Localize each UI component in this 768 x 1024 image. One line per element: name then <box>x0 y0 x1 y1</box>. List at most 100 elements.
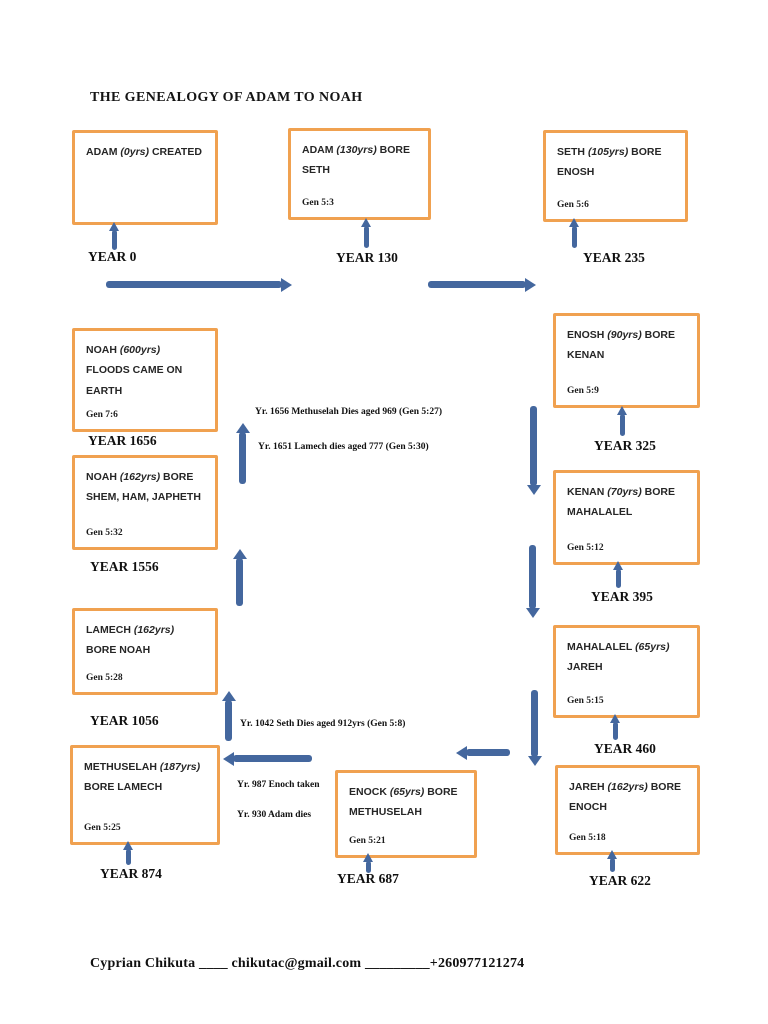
year-arrow-up <box>123 841 133 865</box>
box-seth-bore-enosh: SETH (105yrs) BORE ENOSH Gen 5:6 <box>543 130 688 222</box>
flow-arrow-up <box>232 549 247 606</box>
box-text: NOAH (162yrs) BORE SHEM, HAM, JAPHETH <box>86 467 204 508</box>
annotation-lamech-dies: Yr. 1651 Lamech dies aged 777 (Gen 5:30) <box>258 442 429 452</box>
year-label-460: YEAR 460 <box>594 741 656 756</box>
person-name: ADAM <box>302 144 334 156</box>
box-methuselah-bore-lamech: METHUSELAH (187yrs) BORE LAMECH Gen 5:25 <box>70 745 220 845</box>
scripture-ref: Gen 5:21 <box>349 835 386 846</box>
person-name: MAHALALEL <box>567 641 633 653</box>
box-text: ENOCK (65yrs) BORE METHUSELAH <box>349 782 463 823</box>
box-caption: BORE METHUSELAH <box>349 786 458 819</box>
scripture-ref: Gen 5:6 <box>557 199 589 210</box>
year-arrow-up <box>109 222 119 250</box>
scripture-ref: Gen 5:12 <box>567 542 604 553</box>
box-text: ENOSH (90yrs) BORE KENAN <box>567 325 686 366</box>
person-age: (90yrs) <box>607 329 642 341</box>
flow-arrow-up <box>235 423 250 484</box>
person-age: (187yrs) <box>159 761 201 773</box>
box-caption: BORE KENAN <box>567 329 675 362</box>
person-age: (0yrs) <box>120 146 150 158</box>
year-arrow-up <box>361 218 371 248</box>
year-label-1056: YEAR 1056 <box>90 713 159 728</box>
person-age: (65yrs) <box>389 786 425 798</box>
box-caption: BORE SETH <box>302 144 410 177</box>
person-age: (65yrs) <box>635 641 670 653</box>
year-label-325: YEAR 325 <box>594 438 656 453</box>
box-lamech-bore-noah: LAMECH (162yrs) BORE NOAH Gen 5:28 <box>72 608 218 695</box>
person-name: KENAN <box>567 486 605 498</box>
box-jareh-bore-enoch: JAREH (162yrs) BORE ENOCH Gen 5:18 <box>555 765 700 855</box>
year-label-130: YEAR 130 <box>336 250 398 265</box>
flow-arrow-right <box>428 277 536 292</box>
person-name: METHUSELAH <box>84 761 157 773</box>
box-kenan-bore-mahalalel: KENAN (70yrs) BORE MAHALALEL Gen 5:12 <box>553 470 700 565</box>
year-arrow-up <box>617 406 627 436</box>
flow-arrow-left <box>456 745 510 760</box>
person-name: SETH <box>557 146 586 158</box>
flow-arrow-up <box>221 691 236 741</box>
box-caption: JAREH <box>567 661 603 674</box>
flow-arrow-right <box>106 277 292 292</box>
flow-arrow-down <box>526 406 541 495</box>
box-caption: BORE LAMECH <box>84 781 163 794</box>
box-text: MAHALALEL (65yrs) JAREH <box>567 637 686 678</box>
year-label-874: YEAR 874 <box>100 866 162 881</box>
person-age: (600yrs) <box>119 344 161 356</box>
annotation-methuselah-dies: Yr. 1656 Methuselah Dies aged 969 (Gen 5… <box>255 407 442 417</box>
scripture-ref: Gen 5:25 <box>84 822 121 833</box>
person-age: (162yrs) <box>133 624 175 636</box>
box-text: JAREH (162yrs) BORE ENOCH <box>569 777 686 818</box>
scripture-ref: Gen 5:3 <box>302 197 334 208</box>
scripture-ref: Gen 5:9 <box>567 385 599 396</box>
year-arrow-up <box>569 218 579 248</box>
box-text: KENAN (70yrs) BORE MAHALALEL <box>567 482 686 523</box>
box-text: ADAM (0yrs) CREATED <box>86 142 204 162</box>
scripture-ref: Gen 5:32 <box>86 527 123 538</box>
year-label-235: YEAR 235 <box>583 250 645 265</box>
person-name: NOAH <box>86 471 117 483</box>
box-mahalalel-jareh: MAHALALEL (65yrs) JAREH Gen 5:15 <box>553 625 700 718</box>
year-label-0: YEAR 0 <box>88 249 137 264</box>
box-caption: FLOODS CAME ON EARTH <box>86 364 183 397</box>
box-text: LAMECH (162yrs) BORE NOAH <box>86 620 204 661</box>
scripture-ref: Gen 5:18 <box>569 832 606 843</box>
scripture-ref: Gen 5:28 <box>86 672 123 683</box>
box-adam-bore-seth: ADAM (130yrs) BORE SETH Gen 5:3 <box>288 128 431 220</box>
footer-contact: Cyprian Chikuta ____ chikutac@gmail.com … <box>90 956 525 971</box>
box-noah-floods: NOAH (600yrs) FLOODS CAME ON EARTH Gen 7… <box>72 328 218 432</box>
box-text: NOAH (600yrs) FLOODS CAME ON EARTH <box>86 340 204 401</box>
person-age: (130yrs) <box>336 144 377 156</box>
person-age: (70yrs) <box>607 486 642 498</box>
box-caption: CREATED <box>151 146 202 158</box>
box-text: METHUSELAH (187yrs) BORE LAMECH <box>84 757 206 798</box>
year-arrow-up <box>613 561 623 588</box>
person-name: JAREH <box>569 781 605 793</box>
scripture-ref: Gen 7:6 <box>86 409 118 420</box>
box-text: ADAM (130yrs) BORE SETH <box>302 140 417 181</box>
person-name: ENOCK <box>349 786 387 798</box>
person-name: ADAM <box>86 146 118 158</box>
box-text: SETH (105yrs) BORE ENOSH <box>557 142 674 183</box>
annotation-adam-dies: Yr. 930 Adam dies <box>237 810 312 820</box>
box-caption: BORE NOAH <box>86 644 151 657</box>
box-caption: BORE SHEM, HAM, JAPHETH <box>86 471 201 504</box>
page-title: THE GENEALOGY OF ADAM TO NOAH <box>90 90 363 105</box>
box-adam-created: ADAM (0yrs) CREATED <box>72 130 218 225</box>
person-age: (162yrs) <box>119 471 161 483</box>
year-arrow-up <box>607 850 617 872</box>
year-arrow-up <box>610 714 620 740</box>
box-enock-bore-methuselah: ENOCK (65yrs) BORE METHUSELAH Gen 5:21 <box>335 770 477 858</box>
box-noah-bore-shem: NOAH (162yrs) BORE SHEM, HAM, JAPHETH Ge… <box>72 455 218 550</box>
annotation-seth-dies: Yr. 1042 Seth Dies aged 912yrs (Gen 5:8) <box>240 719 406 729</box>
box-caption: BORE ENOSH <box>557 146 662 179</box>
year-label-395: YEAR 395 <box>591 589 653 604</box>
flow-arrow-down <box>525 545 540 618</box>
flow-arrow-left <box>223 751 312 766</box>
person-name: LAMECH <box>86 624 131 636</box>
box-caption: BORE ENOCH <box>569 781 682 814</box>
person-age: (162yrs) <box>607 781 648 793</box>
box-enosh-bore-kenan: ENOSH (90yrs) BORE KENAN Gen 5:9 <box>553 313 700 408</box>
annotation-enoch-taken: Yr. 987 Enoch taken <box>237 780 320 790</box>
person-name: ENOSH <box>567 329 605 341</box>
